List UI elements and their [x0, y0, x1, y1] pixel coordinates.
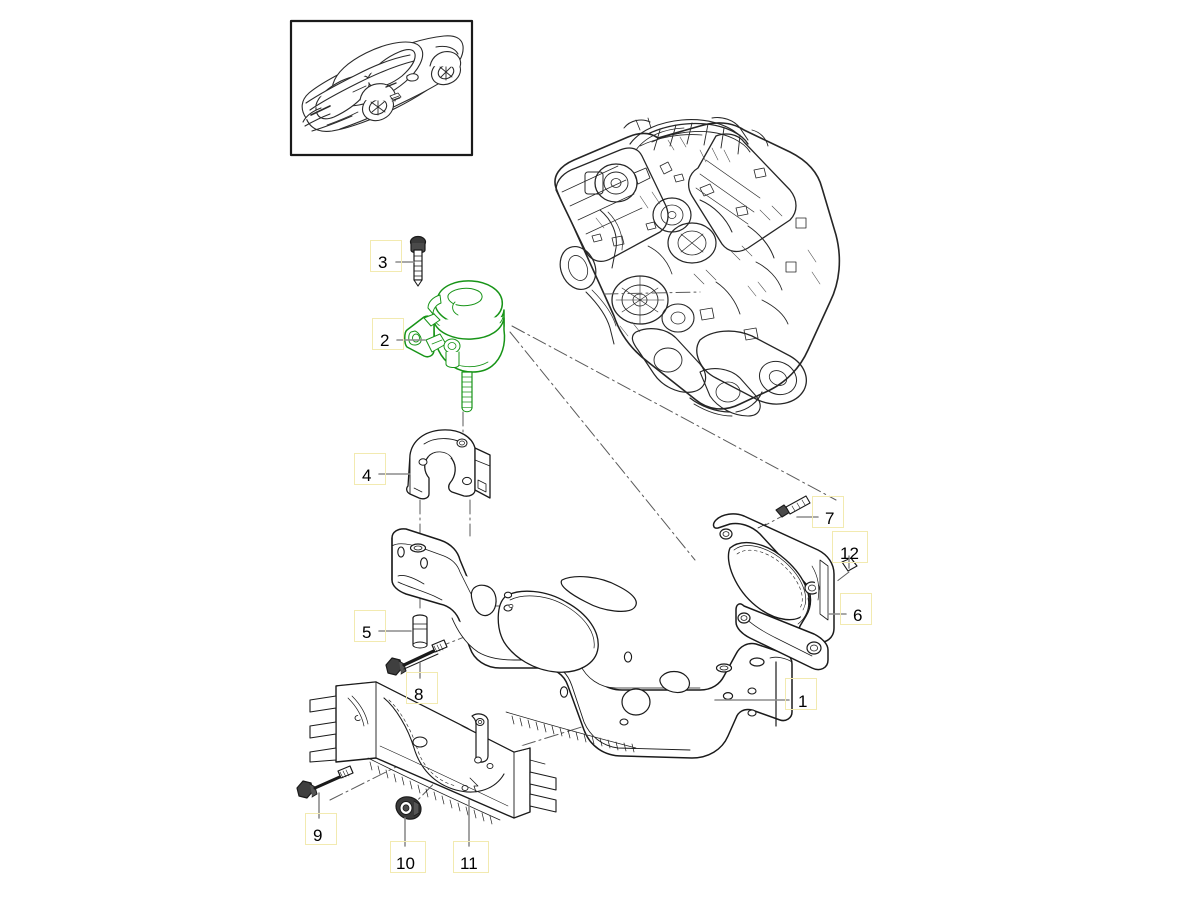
engine-illustration — [554, 117, 841, 417]
part-5-spacer-sleeve — [412, 614, 428, 649]
part-3-mount-bolt — [409, 235, 427, 287]
callout-number-engine-mount[interactable]: 2 — [380, 331, 390, 350]
callout-hotspot-crossmember[interactable] — [785, 678, 817, 710]
callout-hotspot-mount-bolt[interactable] — [370, 240, 402, 272]
part-2-engine-mount — [404, 280, 506, 413]
callout-number-bushing-sleeve[interactable]: 12 — [840, 544, 859, 563]
callout-number-crossmember[interactable]: 1 — [798, 692, 808, 711]
callout-hotspot-shield-bolt[interactable] — [305, 813, 337, 845]
part-1-crossmember — [391, 528, 793, 759]
callout-number-spacer-sleeve[interactable]: 5 — [362, 623, 372, 642]
callout-hotspot-engine-mount[interactable] — [372, 318, 404, 350]
callout-hotspot-stud-bolt[interactable] — [812, 496, 844, 528]
part-6-engine-carrier-bracket — [712, 513, 835, 671]
part-7-stud-bolt — [775, 495, 811, 518]
callout-number-shield-bolt[interactable]: 9 — [313, 826, 323, 845]
callout-hotspot-bushing-sleeve[interactable] — [832, 531, 868, 563]
part-9-shield-bolt — [296, 765, 354, 799]
part-10-cage-nut — [395, 796, 422, 820]
callout-leader-lines — [318, 261, 850, 847]
callout-hotspot-hex-flange-bolt[interactable] — [406, 672, 438, 704]
callout-number-cage-nut[interactable]: 10 — [396, 854, 415, 873]
vehicle-thumbnail-artwork — [289, 19, 474, 157]
callout-number-mount-bolt[interactable]: 3 — [378, 253, 388, 272]
callout-hotspot-mount-clamp-bracket[interactable] — [354, 453, 386, 485]
callout-hotspot-engine-carrier-bracket[interactable] — [840, 593, 872, 625]
callout-hotspot-spacer-sleeve[interactable] — [354, 610, 386, 642]
part-11-underbody-shield — [309, 681, 557, 825]
part-4-mount-clamp-bracket — [406, 429, 491, 500]
callout-number-mount-clamp-bracket[interactable]: 4 — [362, 466, 372, 485]
callout-number-hex-flange-bolt[interactable]: 8 — [414, 685, 424, 704]
part-8-hex-flange-bolt — [385, 639, 448, 676]
callout-hotspot-underbody-shield[interactable] — [453, 841, 489, 873]
callout-hotspot-cage-nut[interactable] — [390, 841, 426, 873]
callout-number-stud-bolt[interactable]: 7 — [825, 509, 835, 528]
callout-number-underbody-shield[interactable]: 11 — [460, 854, 478, 873]
callout-number-engine-carrier-bracket[interactable]: 6 — [853, 606, 863, 625]
